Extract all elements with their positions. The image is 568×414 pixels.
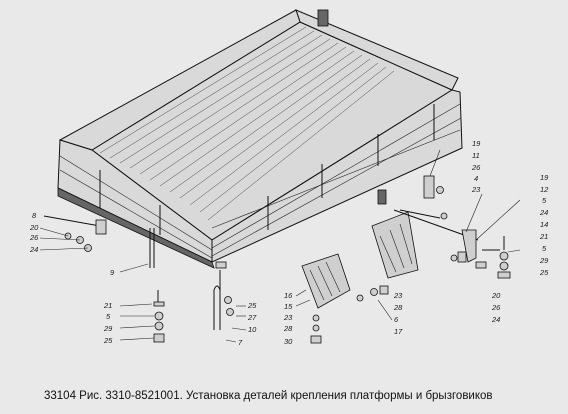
callout-label: 21: [539, 232, 548, 241]
floor-planks: [99, 26, 395, 221]
callout-label: 27: [247, 313, 257, 322]
callout-label: 29: [539, 256, 549, 265]
callout-label: 21: [103, 301, 112, 310]
center-ubolt: [213, 261, 247, 343]
callout-label: 11: [472, 151, 480, 160]
truck-platform: [57, 9, 463, 269]
left-fastener-group: [39, 215, 107, 252]
right-mudflap: [371, 149, 479, 279]
callout-label: 5: [542, 196, 547, 205]
far-right-bracket-group: [450, 193, 521, 279]
callout-label: 10: [248, 325, 257, 334]
callout-label: 26: [29, 233, 39, 242]
callout-label: 15: [284, 302, 293, 311]
callout-label: 5: [542, 244, 547, 253]
callout-label: 8: [32, 211, 37, 220]
callout-label: 20: [491, 291, 501, 300]
callout-label: 19: [472, 139, 481, 148]
callout-label: 25: [247, 301, 257, 310]
callout-label: 25: [539, 268, 549, 277]
callout-label: 24: [491, 315, 500, 324]
callout-labels: 8 20 26 24 9 21 5 29 25 25 27 10 7 16 15…: [29, 139, 549, 347]
callout-label: 26: [491, 303, 501, 312]
callout-label: 9: [110, 268, 115, 277]
callout-label: 30: [284, 337, 293, 346]
callout-label: 29: [103, 324, 113, 333]
callout-label: 19: [540, 173, 549, 182]
callout-label: 6: [394, 315, 399, 324]
callout-label: 23: [393, 291, 403, 300]
callout-label: 7: [238, 338, 243, 347]
callout-label: 26: [471, 163, 481, 172]
callout-label: 28: [393, 303, 403, 312]
callout-label: 23: [283, 313, 293, 322]
figure-caption: 33104 Рис. 3310-8521001. Установка детал…: [44, 390, 493, 402]
callout-label: 24: [29, 245, 38, 254]
callout-label: 25: [103, 336, 113, 345]
callout-label: 28: [283, 324, 293, 333]
callout-label: 20: [29, 223, 39, 232]
callout-label: 23: [471, 185, 481, 194]
left-ubolt: [119, 228, 165, 343]
callout-label: 16: [284, 291, 293, 300]
callout-label: 17: [394, 327, 403, 336]
callout-label: 14: [540, 220, 548, 229]
callout-label: 24: [539, 208, 548, 217]
callout-label: 4: [474, 174, 478, 183]
callout-label: 12: [540, 185, 549, 194]
center-mudflap: [295, 253, 393, 344]
callout-label: 5: [106, 312, 111, 321]
